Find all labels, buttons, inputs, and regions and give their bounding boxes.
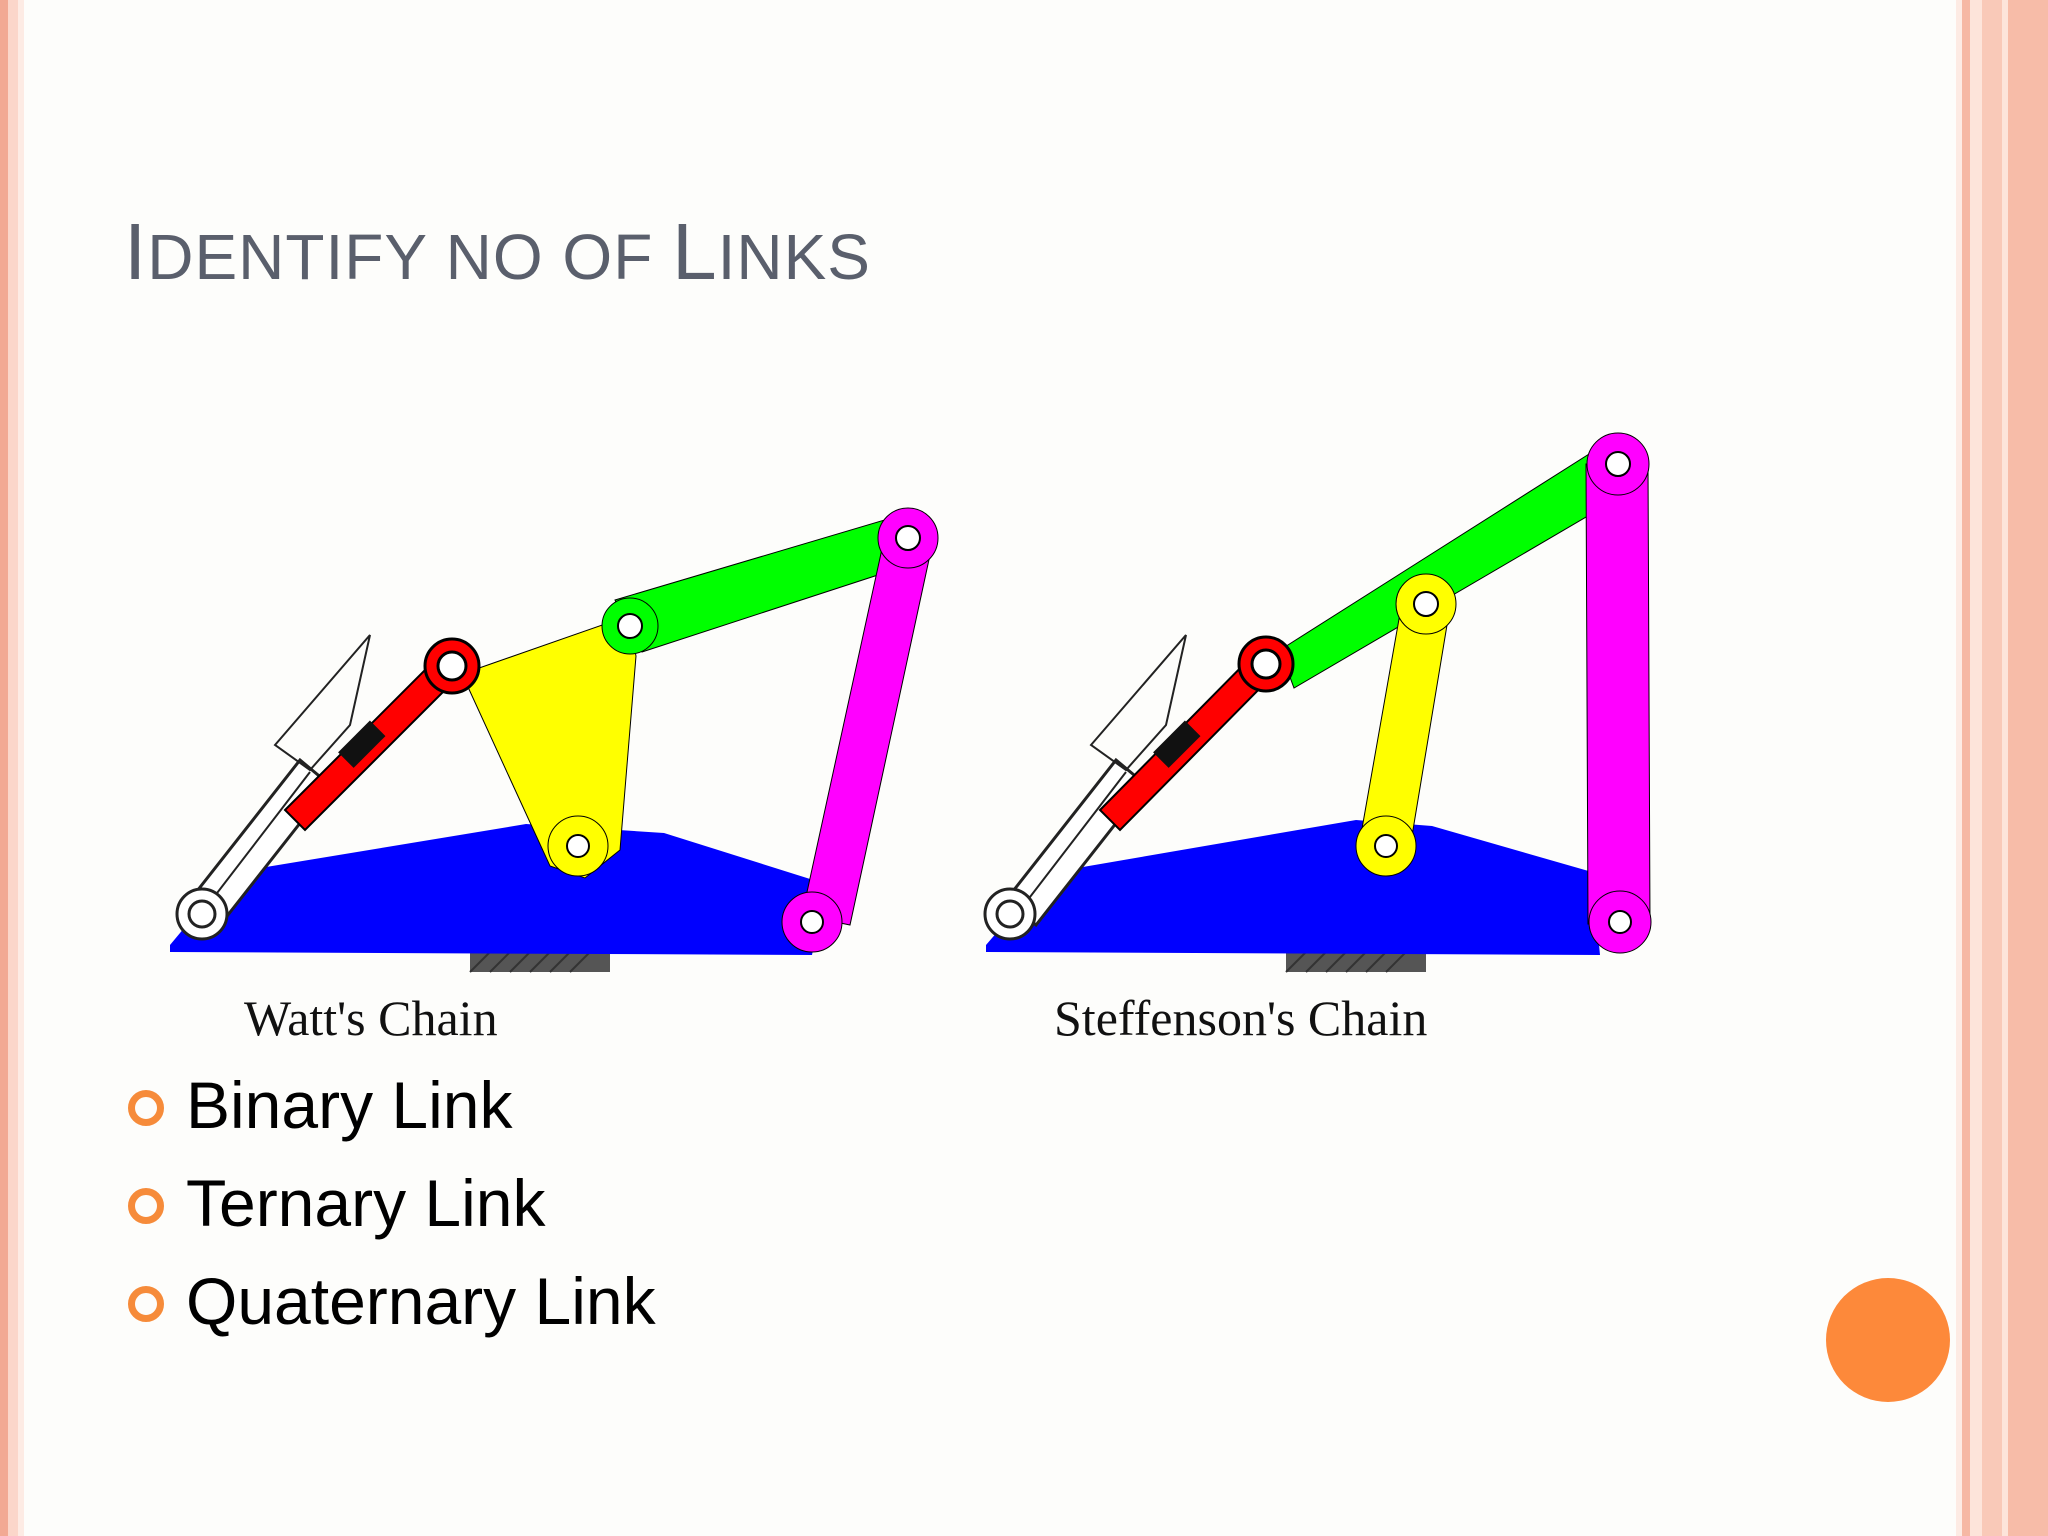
magenta-link (1585, 463, 1651, 925)
right-border-decoration (1956, 0, 2048, 1536)
bullet-text: Quaternary Link (186, 1264, 656, 1338)
steffensons-chain-label: Steffenson's Chain (1054, 990, 1427, 1046)
hydraulic-cylinder (175, 634, 481, 941)
bullet-text: Ternary Link (186, 1166, 546, 1240)
hollow-circle-icon (128, 1286, 164, 1322)
list-item: Quaternary Link (126, 1266, 656, 1364)
bullet-text: Binary Link (186, 1068, 513, 1142)
title-part: DENTIFY NO OF (147, 221, 673, 293)
hollow-circle-icon (128, 1188, 164, 1224)
left-border-decoration (0, 0, 24, 1536)
title-part: L (672, 207, 718, 296)
ground-hatch-lines (1285, 951, 1407, 973)
green-ternary-link (1279, 441, 1623, 689)
slide-title: IDENTIFY NO OF LINKS (124, 212, 871, 292)
title-part: INKS (717, 221, 871, 293)
ground-hatch-lines (469, 951, 591, 973)
blue-ground-link (986, 820, 1600, 955)
accent-circle (1826, 1278, 1950, 1402)
linkage-diagram: Watt's Chain Stef (170, 432, 1652, 1046)
hydraulic-cylinder (983, 634, 1295, 941)
hollow-circle-icon (128, 1090, 164, 1126)
bullet-list: Binary Link Ternary Link Quaternary Link (126, 1070, 656, 1364)
list-item: Ternary Link (126, 1168, 656, 1266)
steffensons-chain: Steffenson's Chain (983, 432, 1652, 1046)
blue-ground-link (170, 824, 826, 955)
watts-chain: Watt's Chain (170, 507, 939, 1046)
list-item: Binary Link (126, 1070, 656, 1168)
watts-chain-label: Watt's Chain (244, 990, 498, 1046)
title-part: I (124, 207, 148, 296)
